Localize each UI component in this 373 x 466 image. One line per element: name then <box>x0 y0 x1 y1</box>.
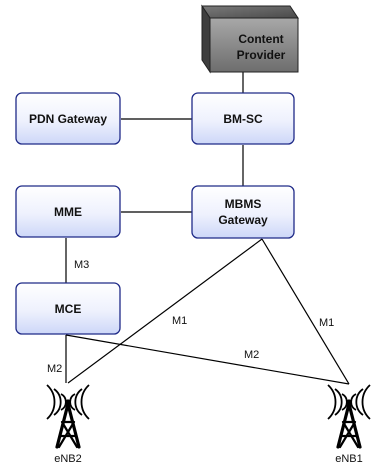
enb1-label: eNB1 <box>335 453 363 465</box>
content-provider-node: Content Provider <box>201 4 299 74</box>
antenna-tower-icon <box>327 384 371 449</box>
antenna-tower-icon <box>46 384 90 449</box>
mce-node: MCE <box>15 282 121 335</box>
m3-edge-label: M3 <box>74 259 89 271</box>
mbms-gateway-label-line1: MBMS <box>225 197 262 211</box>
mce-box <box>15 282 121 335</box>
m1-left-edge-label: M1 <box>172 315 187 327</box>
bm-sc-box <box>191 92 295 145</box>
pdn-gateway-node: PDN Gateway <box>15 92 121 145</box>
m1-right-edge-label: M1 <box>319 317 334 329</box>
pdn-gateway-label: PDN Gateway <box>29 112 107 126</box>
bm-sc-node: BM-SC <box>191 92 295 145</box>
enb2-node: eNB2 <box>46 384 90 465</box>
enb1-node: eNB1 <box>327 384 371 465</box>
link-mce-enb1-m2 <box>65 334 350 385</box>
server-cube-icon <box>201 4 299 74</box>
mbms-gateway-box <box>191 185 295 239</box>
mme-box <box>15 185 121 238</box>
content-provider-label-line2: Provider <box>237 48 286 62</box>
mbms-gateway-node: MBMS Gateway <box>191 185 295 239</box>
m2-left-edge-label: M2 <box>47 363 62 375</box>
mce-label: MCE <box>55 302 82 316</box>
bm-sc-label: BM-SC <box>223 112 263 126</box>
content-provider-label-line1: Content <box>238 32 283 46</box>
mme-label: MME <box>54 205 82 219</box>
connections <box>65 72 350 385</box>
link-mbms-gateway-enb2-m1 <box>67 238 263 384</box>
enb2-label: eNB2 <box>54 453 82 465</box>
mbms-gateway-label-line2: Gateway <box>218 213 268 227</box>
link-mbms-gateway-enb1-m1 <box>261 238 350 385</box>
pdn-gateway-box <box>15 92 121 145</box>
mme-node: MME <box>15 185 121 238</box>
m2-right-edge-label: M2 <box>244 349 259 361</box>
